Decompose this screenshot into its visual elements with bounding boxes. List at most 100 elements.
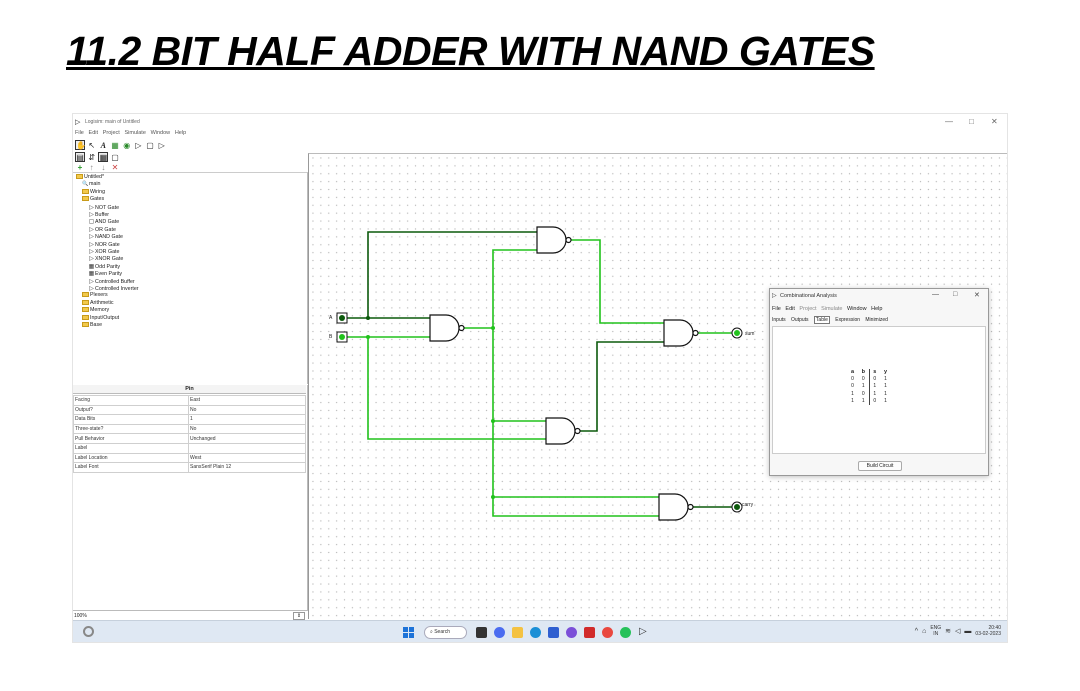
input-pin-a[interactable] <box>336 312 348 324</box>
tab-minimized[interactable]: Minimized <box>865 317 888 323</box>
dialog-maximize-button[interactable]: □ <box>953 291 958 298</box>
attribute-value[interactable]: Unchanged <box>188 433 306 444</box>
output-pin-sum[interactable] <box>731 327 743 339</box>
store-icon[interactable] <box>548 627 559 638</box>
menu-project[interactable]: Project <box>102 130 120 136</box>
wifi-icon[interactable]: ≋ <box>945 628 952 635</box>
tab-inputs[interactable]: Inputs <box>772 317 786 323</box>
move-down-icon[interactable]: ↓ <box>101 163 106 172</box>
dialog-menu-project[interactable]: Project <box>799 306 817 312</box>
appearance-view-icon[interactable]: ▢ <box>111 153 119 162</box>
taskbar-search[interactable]: ⌕ Search <box>424 626 467 639</box>
close-button[interactable]: ✕ <box>991 117 998 126</box>
tree-item[interactable]: ▷Controlled Buffer <box>88 278 134 285</box>
dialog-menu-help[interactable]: Help <box>871 306 883 312</box>
dialog-menu-window[interactable]: Window <box>847 306 867 312</box>
tree-item[interactable]: 🔍main <box>82 181 100 187</box>
menu-edit[interactable]: Edit <box>88 130 99 136</box>
tree-item[interactable]: Wiring <box>82 189 105 195</box>
language-label[interactable]: ENG <box>930 625 942 631</box>
attribute-value[interactable]: West <box>188 452 306 464</box>
minimize-button[interactable]: — <box>945 117 953 126</box>
volume-icon[interactable]: ◁ <box>955 628 961 635</box>
menu-window[interactable]: Window <box>150 130 171 136</box>
nand-gate-sum[interactable] <box>663 319 699 347</box>
layout-view-icon[interactable]: ▦ <box>98 152 109 162</box>
wire-b-to-nand-bottom[interactable] <box>367 337 546 440</box>
network-icon[interactable]: ⌂ <box>922 627 927 635</box>
wire-n1-to-nand-top[interactable] <box>459 249 537 329</box>
truth-table-cell[interactable]: 1 <box>868 382 880 390</box>
tray-arrow-icon[interactable]: ^ <box>914 627 919 635</box>
file-explorer-icon[interactable] <box>512 627 523 638</box>
tree-item[interactable]: ▷XNOR Gate <box>88 255 123 262</box>
wire-bottom-out-to-nand-sum[interactable] <box>577 341 664 432</box>
tree-item[interactable]: Plexers <box>82 292 108 298</box>
whatsapp-icon[interactable] <box>620 627 631 638</box>
or-gate-tool-icon[interactable]: ▷ <box>158 141 165 150</box>
attribute-value[interactable]: 1 <box>188 414 306 425</box>
truth-table-cell[interactable]: 1 <box>884 390 887 397</box>
attribute-value[interactable]: East <box>188 395 306 406</box>
tree-item[interactable]: ▷NOT Gate <box>88 204 119 211</box>
zoom-spinner[interactable]: ⇕ <box>293 612 305 620</box>
dialog-close-button[interactable]: ✕ <box>974 292 980 299</box>
delete-circuit-icon[interactable]: ✕ <box>111 163 119 172</box>
tab-expression[interactable]: Expression <box>835 317 860 323</box>
tree-item[interactable]: ▷OR Gate <box>88 226 116 233</box>
tab-table[interactable]: Table <box>813 316 830 324</box>
tree-item[interactable]: Input/Output <box>82 315 119 321</box>
widgets-icon[interactable] <box>83 626 94 637</box>
not-gate-tool-icon[interactable]: ▷ <box>135 141 142 150</box>
truth-table-cell[interactable]: 0 <box>868 397 880 405</box>
tree-item[interactable]: ▦Odd Parity <box>88 263 120 270</box>
truth-table-cell[interactable]: 1 <box>884 383 887 390</box>
start-icon[interactable] <box>403 627 414 638</box>
wire-n1-loop-to-carry[interactable] <box>492 497 659 517</box>
nand-gate-carry[interactable] <box>658 493 694 521</box>
tree-item[interactable]: ▷Controlled Inverter <box>88 285 138 292</box>
move-up-icon[interactable]: ↑ <box>89 163 94 172</box>
browser-icon[interactable] <box>566 627 577 638</box>
truth-table-cell[interactable]: 1 <box>884 398 887 405</box>
truth-table-cell[interactable]: 1 <box>868 390 880 398</box>
dialog-menu-edit[interactable]: Edit <box>785 306 795 312</box>
attribute-row[interactable]: Output?No <box>73 404 306 416</box>
attribute-value[interactable]: No <box>188 404 306 416</box>
attribute-row[interactable]: Three-state?No <box>73 423 306 435</box>
chrome-icon[interactable] <box>602 627 613 638</box>
edge-icon[interactable] <box>530 627 541 638</box>
wire-a-to-nand-top[interactable] <box>367 231 537 318</box>
chat-icon[interactable] <box>494 627 505 638</box>
toolbox-view-icon[interactable]: ▤ <box>75 152 85 162</box>
input-pin-b[interactable] <box>336 331 348 343</box>
task-view-icon[interactable] <box>476 627 487 638</box>
tree-item[interactable]: ▷XOR Gate <box>88 248 119 255</box>
tree-item[interactable]: ▷NAND Gate <box>88 233 123 240</box>
text-tool-icon[interactable]: A <box>100 141 107 150</box>
nand-gate-middle[interactable] <box>429 314 465 342</box>
select-tool-icon[interactable]: ↖ <box>88 141 96 150</box>
menu-file[interactable]: File <box>75 130 84 136</box>
poke-tool-icon[interactable]: ✋ <box>75 140 86 150</box>
menu-simulate[interactable]: Simulate <box>124 130 146 136</box>
and-gate-tool-icon[interactable]: ▢ <box>146 141 154 150</box>
wire-top-out-to-nand-sum[interactable] <box>568 239 664 324</box>
dialog-minimize-button[interactable]: — <box>932 291 939 298</box>
truth-table-cell[interactable]: 0 <box>868 375 880 383</box>
simulation-view-icon[interactable]: ⇵ <box>88 153 96 162</box>
tab-outputs[interactable]: Outputs <box>791 317 809 323</box>
attribute-value[interactable] <box>188 442 306 454</box>
clock-time[interactable]: 20:40 <box>988 625 1001 631</box>
output-pin-icon[interactable]: ◉ <box>123 141 131 150</box>
tree-item[interactable]: ▦Even Parity <box>88 270 122 277</box>
input-pin-icon[interactable]: ▦ <box>111 141 119 150</box>
nand-gate-top[interactable] <box>536 226 572 254</box>
battery-icon[interactable]: ▬ <box>964 627 972 635</box>
tree-item[interactable]: ▷Buffer <box>88 211 109 218</box>
tree-item[interactable]: Base <box>82 322 102 328</box>
